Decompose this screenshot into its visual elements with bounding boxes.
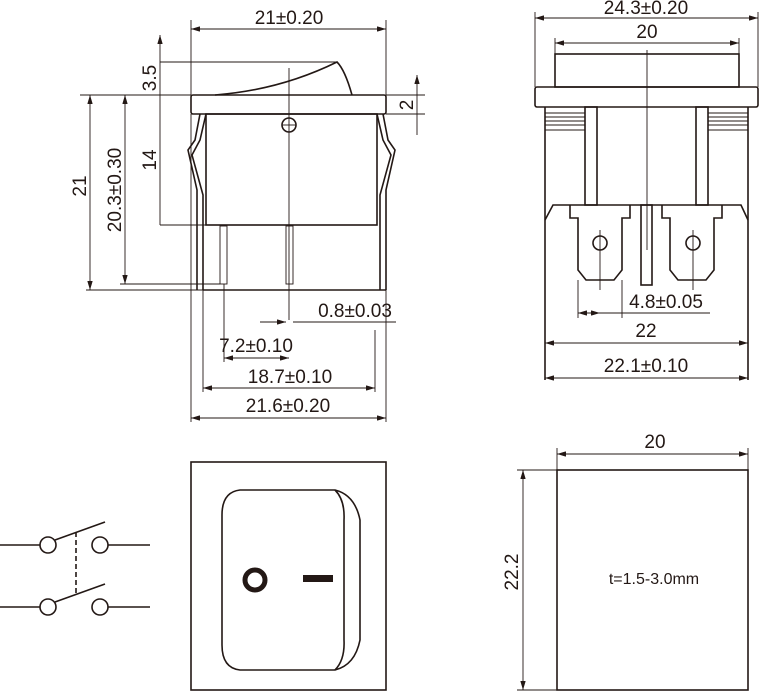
dim-clip-width: 18.7±0.10 <box>248 367 332 388</box>
center-pin <box>640 204 653 286</box>
dim-height-tol: 20.3±0.30 <box>105 148 126 232</box>
dim-side-clip-width: 22.1±0.10 <box>604 356 688 377</box>
front-dimensions: 21±0.20 3.5 14 2 20.3±0.30 21 0.8±0.03 7… <box>70 8 425 422</box>
terminal-center <box>285 225 294 285</box>
on-symbol: I <box>303 575 333 582</box>
dim-side-body-width: 22 <box>635 321 656 342</box>
rocker-face-view: O I <box>190 461 387 691</box>
dim-rocker-height: 3.5 <box>140 65 161 91</box>
switch-lever-top <box>54 521 106 541</box>
terminal-left <box>219 225 228 285</box>
dim-terminal-width: 4.8±0.05 <box>629 292 703 313</box>
dim-cap-width: 20 <box>636 22 657 43</box>
side-view <box>534 50 759 380</box>
dim-width-top: 21±0.20 <box>255 8 324 29</box>
bezel <box>190 461 387 691</box>
cutout-outline <box>556 469 749 691</box>
dim-flange-width: 24.3±0.20 <box>604 0 688 19</box>
panel-thickness-note: t=1.5-3.0mm <box>609 571 699 588</box>
front-view <box>187 61 396 320</box>
side-flange <box>534 86 759 108</box>
dim-cutout-width: 20 <box>644 432 665 453</box>
right-clip <box>376 113 396 290</box>
dim-terminal-thickness: 0.8±0.03 <box>318 301 392 322</box>
dim-body-height: 14 <box>140 149 161 171</box>
dim-overall-height: 21 <box>70 175 91 196</box>
rocker-outline <box>214 61 353 96</box>
circuit-schematic <box>0 521 150 616</box>
left-clip <box>187 113 207 290</box>
dim-body-width: 21.6±0.20 <box>246 396 330 417</box>
side-dimensions: 24.3±0.20 20 4.8±0.05 22 22.1±0.10 <box>534 0 759 381</box>
switch-lever-bottom <box>54 583 106 603</box>
housing <box>205 113 378 226</box>
flange <box>190 94 387 115</box>
dim-terminal-pitch: 7.2±0.10 <box>219 336 293 357</box>
dim-cutout-height: 22.2 <box>502 554 523 591</box>
off-symbol: O <box>242 567 268 593</box>
panel-cutout: 20 22.2 t=1.5-3.0mm <box>502 432 749 691</box>
dim-flange-thickness: 2 <box>397 100 418 111</box>
